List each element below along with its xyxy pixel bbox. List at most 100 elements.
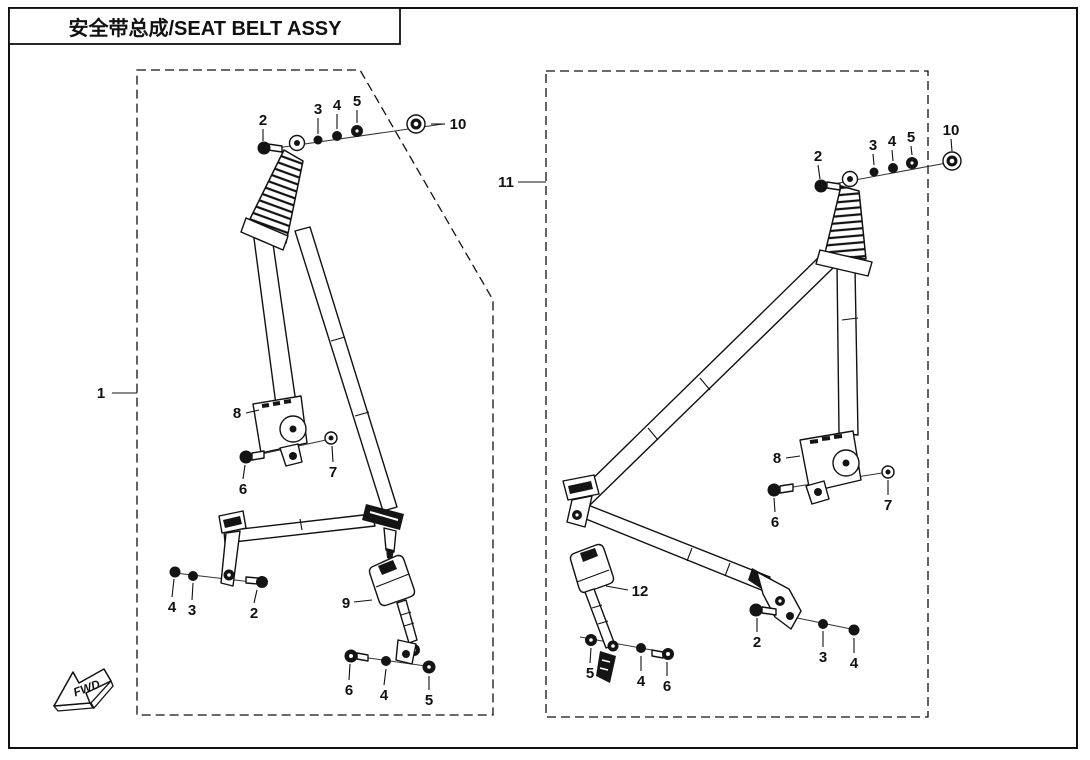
right-tongue-bracket-hole-1-center: [778, 599, 782, 603]
left-retractor-washer-hole: [328, 435, 334, 441]
right-assembly-group: 11 2 3 4 5 10 8 6 7 12 5 4 6 2: [498, 70, 962, 718]
right-top-washer-4: [888, 163, 898, 173]
right-tongue-bolt-head: [749, 603, 763, 617]
left-lap-washer-4: [169, 566, 181, 578]
right-retractor-mount-hole: [814, 488, 822, 496]
left-top-washer-3: [313, 135, 323, 145]
right-bellows-bracket: [815, 249, 873, 277]
right-buckle-belt-end-tab: [596, 651, 616, 683]
left-belt-clamp: [362, 504, 404, 530]
left-lap-belt-strap: [223, 513, 376, 544]
callout-5-label: 5: [353, 93, 361, 110]
right-lap-belt-fold: [686, 547, 693, 562]
left-buckle-bolt-socket: [349, 654, 353, 658]
right-tongue-hardware: [748, 568, 802, 630]
right-retractor-washer-hole: [885, 469, 891, 475]
left-tongue-hardware: [362, 504, 404, 560]
left-cap-nut-center: [413, 121, 419, 127]
right-top-washer-5-hole: [910, 161, 914, 165]
right-top-washer-3: [869, 167, 879, 177]
left-buckle-button: [378, 560, 397, 575]
right-buckle-belt-end-slit: [599, 667, 609, 671]
callout-r4c-label: 4: [850, 655, 859, 672]
left-callouts: 1 2 3 4 5 10 8 6 7 4 3 2 9 6: [97, 93, 467, 709]
left-lap-anchor-bracket: [218, 510, 247, 587]
left-buckle-bolt-shaft: [356, 652, 369, 662]
callout-12-label: 12: [632, 583, 649, 600]
right-buckle-bolt-shaft: [651, 649, 664, 659]
left-retractor: [252, 395, 308, 467]
left-buckle-washer-5-hole: [427, 665, 431, 669]
right-lap-belt-fold: [724, 562, 731, 577]
right-belt-end-anchor-eyelet-hole: [575, 513, 579, 517]
callout-r3-label: 3: [869, 137, 877, 154]
callout-11-label: 11: [498, 174, 514, 191]
right-buckle-stalk-rung: [597, 620, 609, 625]
page-title: 安全带总成/SEAT BELT ASSY: [69, 16, 343, 40]
callout-2b-label: 2: [250, 605, 258, 622]
right-retractor-spool-hub: [842, 459, 850, 467]
callout-2-label: 2: [259, 112, 267, 129]
left-retractor-mount-hole: [289, 452, 297, 460]
callout-r6-label: 6: [771, 514, 779, 531]
callout-r2-label: 2: [814, 148, 822, 165]
left-retractor-bolt-head: [239, 450, 253, 464]
right-vertical-belt-strap: [836, 263, 859, 436]
left-assembly-group: 1 2 3 4 5 10 8 6 7 4 3 2 9 6: [97, 69, 494, 716]
callout-r4b-label: 4: [637, 673, 646, 690]
callout-r4-label: 4: [888, 133, 897, 150]
page-border: [8, 7, 1078, 749]
left-lap-belt-fold: [299, 518, 303, 531]
callout-4-label: 4: [333, 97, 342, 114]
right-retractor: [799, 430, 862, 505]
right-vertical-belt-fold: [841, 317, 859, 321]
callout-r10-label: 10: [943, 122, 960, 139]
left-retractor-slot: [261, 403, 270, 408]
right-buckle-washer-5-hole: [589, 638, 593, 642]
right-belt-end-anchor-bracket: [562, 474, 600, 528]
right-buckle-washer-4: [636, 643, 646, 653]
right-buckle-seam: [576, 569, 610, 583]
callout-8-label: 8: [233, 405, 241, 422]
left-buckle: [368, 554, 420, 656]
right-retractor-bolt-head: [767, 483, 781, 497]
left-top-bolt-head: [257, 141, 271, 155]
callout-r7-label: 7: [884, 497, 892, 514]
callout-4b-label: 4: [168, 599, 177, 616]
left-retractor-slot: [272, 401, 281, 406]
right-tongue-washer-3: [818, 619, 828, 629]
right-shoulder-belt-fold: [699, 377, 711, 391]
left-belt-clamp-slot: [369, 511, 399, 521]
callout-r3b-label: 3: [819, 649, 827, 666]
callout-1-label: 1: [97, 385, 105, 402]
left-retractor-bolt-shaft: [251, 450, 265, 461]
fwd-arrow: FWD: [52, 668, 114, 712]
title-box: [8, 7, 401, 45]
right-retractor-slot: [833, 434, 843, 439]
right-buckle-belt-end-slit: [601, 659, 611, 663]
left-assembly-dashed-boundary: [136, 69, 494, 716]
right-retractor-body: [799, 430, 862, 493]
right-retractor-slot: [821, 436, 831, 441]
callout-r2b-label: 2: [753, 634, 761, 651]
left-top-washer-4: [332, 131, 342, 141]
right-belt-end-anchor-slot: [568, 481, 593, 494]
right-tongue-bolt-shaft: [761, 606, 777, 616]
left-shoulder-belt-strap: [294, 226, 398, 512]
callout-4c-label: 4: [380, 687, 389, 704]
left-buckle-washer-4: [381, 656, 391, 666]
callout-3b-label: 3: [188, 602, 196, 619]
callout-6-label: 6: [239, 481, 247, 498]
left-buckle-seam: [375, 573, 410, 588]
right-buckle-button: [580, 548, 598, 562]
left-retractor-fasteners: [239, 431, 338, 464]
left-retractor-slot: [283, 399, 292, 404]
right-buckle: [569, 543, 619, 683]
right-buckle-stalk-rung: [591, 604, 603, 609]
right-tongue-fasteners: [749, 603, 860, 636]
callout-r6b-label: 6: [663, 678, 671, 695]
right-top-bolt-shaft: [826, 181, 841, 191]
right-tongue-washer-4: [848, 624, 860, 636]
